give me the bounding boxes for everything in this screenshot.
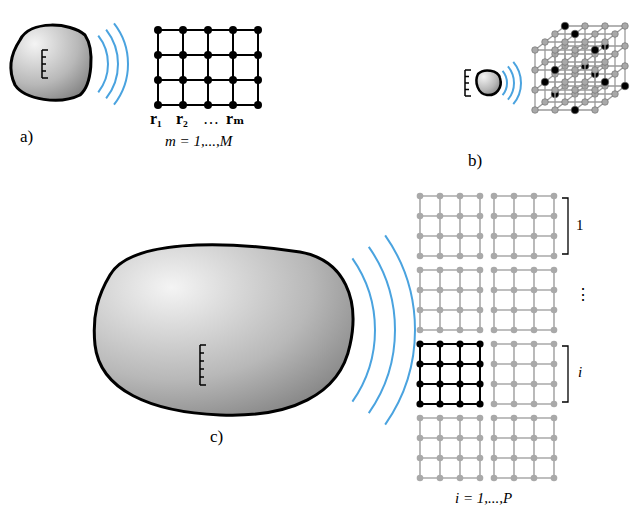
wave-arc <box>513 62 521 104</box>
sensor-lattice <box>532 22 629 114</box>
block-index: 1 <box>576 217 584 234</box>
panel-label: a) <box>20 128 33 147</box>
wave-arc <box>114 23 128 104</box>
block-index: i <box>578 364 582 381</box>
sensor-grid <box>491 341 558 408</box>
wave-arc <box>369 247 395 413</box>
wave-arc <box>98 36 108 93</box>
ruler-symbol <box>465 70 471 96</box>
source-body <box>476 71 500 96</box>
sensor-grid <box>154 26 262 109</box>
panel-label: c) <box>210 428 223 447</box>
sensor-grid <box>417 267 484 334</box>
ruler-symbol <box>200 345 206 385</box>
sensor-grid <box>491 415 558 482</box>
panel-label: b) <box>468 152 482 171</box>
range-bracket <box>562 346 568 402</box>
wave-arc <box>385 235 415 424</box>
position-label: r₁ <box>150 110 162 128</box>
sensor-grid <box>417 193 484 260</box>
wave-arc <box>106 30 118 99</box>
sensor-grid <box>491 267 558 334</box>
index-range: i = 1,...,P <box>455 490 512 507</box>
ellipsis-label: ⋮ <box>575 286 591 304</box>
sensor-grid <box>416 340 483 407</box>
sensor-grid <box>491 193 558 260</box>
source-body <box>94 245 353 415</box>
ellipsis-label: … <box>203 110 219 128</box>
index-range: m = 1,...,M <box>165 133 232 150</box>
wave-arc <box>503 71 507 95</box>
ruler-symbol <box>42 50 48 78</box>
range-bracket <box>562 198 568 254</box>
position-label: rₘ <box>226 110 245 128</box>
wave-arc <box>508 66 514 99</box>
sensor-grid <box>417 415 484 482</box>
wave-arc <box>352 258 375 401</box>
position-label: r₂ <box>176 110 188 128</box>
source-body <box>11 25 91 100</box>
